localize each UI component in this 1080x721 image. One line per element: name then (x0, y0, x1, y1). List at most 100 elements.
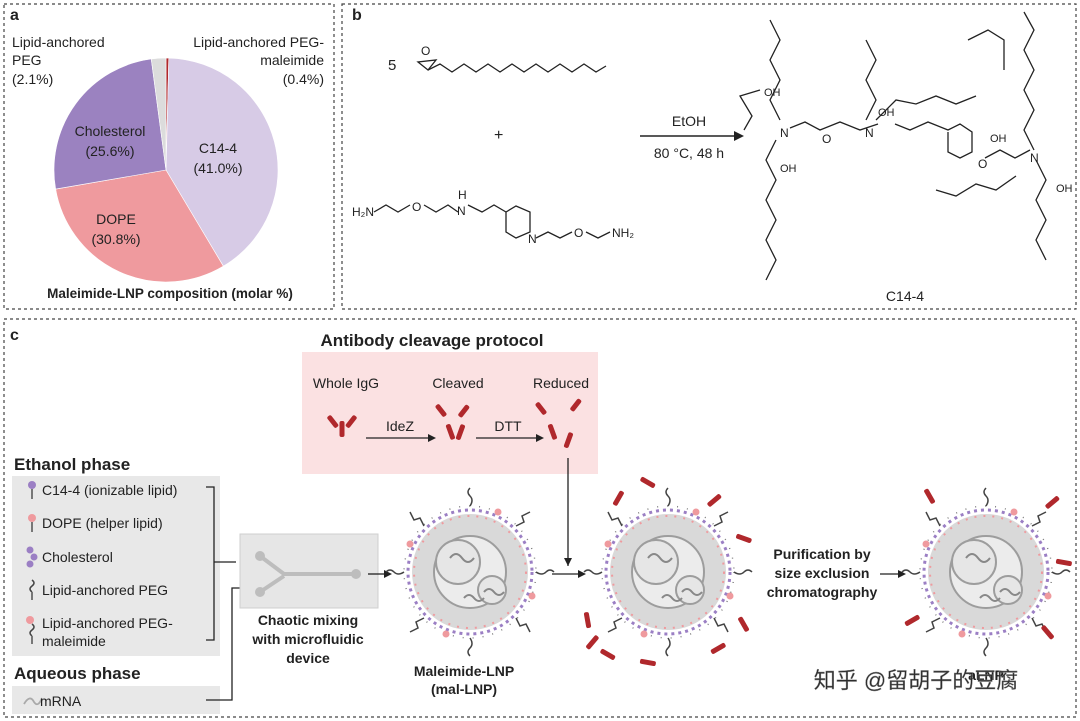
panel-a-label: a (10, 7, 19, 24)
lnp-label-line1: Maleimide-LNP (414, 663, 514, 679)
lnp-label-line2: (mal-LNP) (431, 681, 497, 697)
free-antibody-fragments (583, 477, 752, 667)
ethanol-bracket (206, 486, 236, 641)
stage-cleaved: Cleaved (432, 375, 483, 391)
outlet (351, 569, 361, 579)
enzyme-idez: IdeZ (386, 418, 414, 434)
purification-arrowhead (898, 570, 906, 578)
c14-4-lipid-icon (28, 481, 36, 499)
c14-4-structure (739, 11, 1047, 281)
mixing-line1: Chaotic mixing (258, 612, 358, 628)
conjugation-arrowhead (578, 570, 586, 578)
dtt-arrowhead (536, 434, 544, 442)
inlet-1 (255, 551, 265, 561)
peg-lipid-icon (29, 579, 35, 600)
purification-line3: chromatography (767, 584, 878, 600)
pie-slice-c14-4 (165, 57, 279, 267)
prod-oh1: OH (764, 87, 781, 99)
stage-whole-igg: Whole IgG (313, 375, 379, 391)
ethanol-item-peg: Lipid-anchored PEG (42, 582, 168, 598)
amine-nh2: NH₂ (612, 226, 634, 240)
peg-maleimide-icon (26, 616, 35, 644)
prod-oh5: OH (1056, 183, 1073, 195)
aqueous-item-mrna: mRNA (40, 693, 82, 709)
prod-oh4: OH (990, 133, 1007, 145)
amine-h: H (458, 188, 467, 202)
ethanol-item-cholesterol: Cholesterol (42, 549, 113, 565)
conjugated-antibodies (904, 488, 1072, 640)
aqueous-phase-box (12, 686, 220, 714)
conjugation-mixture-particle (582, 486, 754, 658)
inlet-2 (255, 587, 265, 597)
panel-c-label: c (10, 327, 19, 344)
amine-h2n: H₂N (352, 205, 374, 219)
epoxide-oxygen: O (421, 44, 430, 58)
amine-structure (373, 204, 611, 239)
mrna-icon (23, 697, 43, 706)
pie-slice-lipid-anchored-peg (150, 57, 167, 171)
dope-label: DOPE (96, 211, 136, 227)
mixing-line2: with microfluidic (251, 631, 363, 647)
composition-caption: Maleimide-LNP composition (molar %) (47, 286, 293, 301)
ethanol-phase-box (12, 476, 220, 656)
panel-b-label: b (352, 7, 362, 24)
cleaved-antibody-icon (435, 404, 470, 440)
reaction-arrowhead (734, 131, 744, 141)
prod-n1: N (780, 126, 789, 140)
mal-lnp-particle (384, 486, 556, 658)
mixing-line3: device (286, 650, 330, 666)
cleavage-box (302, 352, 598, 474)
amine-o2: O (574, 226, 583, 240)
peg-mal-label-line1: Lipid-anchored PEG- (193, 34, 324, 50)
stoichiometry: 5 (388, 57, 396, 74)
reaction-solvent: EtOH (672, 113, 706, 129)
cholesterol-icon (26, 546, 38, 568)
cleavage-title: Antibody cleavage protocol (321, 331, 544, 350)
panel-b-frame (341, 3, 1077, 310)
reduced-antibody-icon (535, 398, 582, 448)
dope-lipid-icon (28, 514, 36, 532)
peg-label-line1: Lipid-anchored (12, 34, 105, 50)
stage-reduced: Reduced (533, 375, 589, 391)
prod-o2: O (978, 157, 987, 171)
plus-sign: + (494, 127, 503, 144)
ethanol-item-dope: DOPE (helper lipid) (42, 515, 163, 531)
reduced-arrowhead (564, 558, 572, 566)
aqueous-line (206, 587, 246, 701)
c14-pct: (41.0%) (193, 160, 242, 176)
reductant-dtt: DTT (494, 418, 522, 434)
watermark: 知乎 @留胡子的豆腐 (814, 668, 1018, 693)
dope-pct: (30.8%) (91, 231, 140, 247)
idez-arrowhead (428, 434, 436, 442)
product-name: C14-4 (886, 288, 924, 304)
panel-c-frame (3, 318, 1077, 718)
ethanol-phase-title: Ethanol phase (14, 455, 130, 474)
chol-label: Cholesterol (75, 123, 146, 139)
prod-oh3: OH (780, 163, 797, 175)
peg-mal-label-line2: maleimide (260, 52, 324, 68)
amine-n-link: N (457, 204, 466, 218)
purification-line1: Purification by (773, 546, 870, 562)
peg-mal-label-pct: (0.4%) (283, 71, 324, 87)
ethanol-item-c14: C14-4 (ionizable lipid) (42, 482, 177, 498)
pie-slice-dope (55, 169, 224, 283)
purification-line2: size exclusion (775, 565, 870, 581)
reaction-conditions: 80 °C, 48 h (654, 145, 724, 161)
alnp-label: aLNP (968, 667, 1004, 683)
ethanol-item-pegmal-line1: Lipid-anchored PEG- (42, 615, 173, 631)
amine-n2: N (528, 232, 537, 246)
peg-label-pct: (2.1%) (12, 71, 53, 87)
panel-a-frame (3, 3, 335, 310)
prod-o1: O (822, 132, 831, 146)
peg-label-line2: PEG (12, 52, 42, 68)
aqueous-phase-title: Aqueous phase (14, 664, 141, 683)
ethanol-item-pegmal-line2: maleimide (42, 633, 106, 649)
prod-n3: N (1030, 151, 1039, 165)
prod-oh2: OH (878, 107, 895, 119)
prod-n2: N (865, 126, 874, 140)
c14-label: C14-4 (199, 140, 237, 156)
chol-pct: (25.6%) (85, 143, 134, 159)
amine-o1: O (412, 200, 421, 214)
pie-chart (53, 57, 279, 283)
